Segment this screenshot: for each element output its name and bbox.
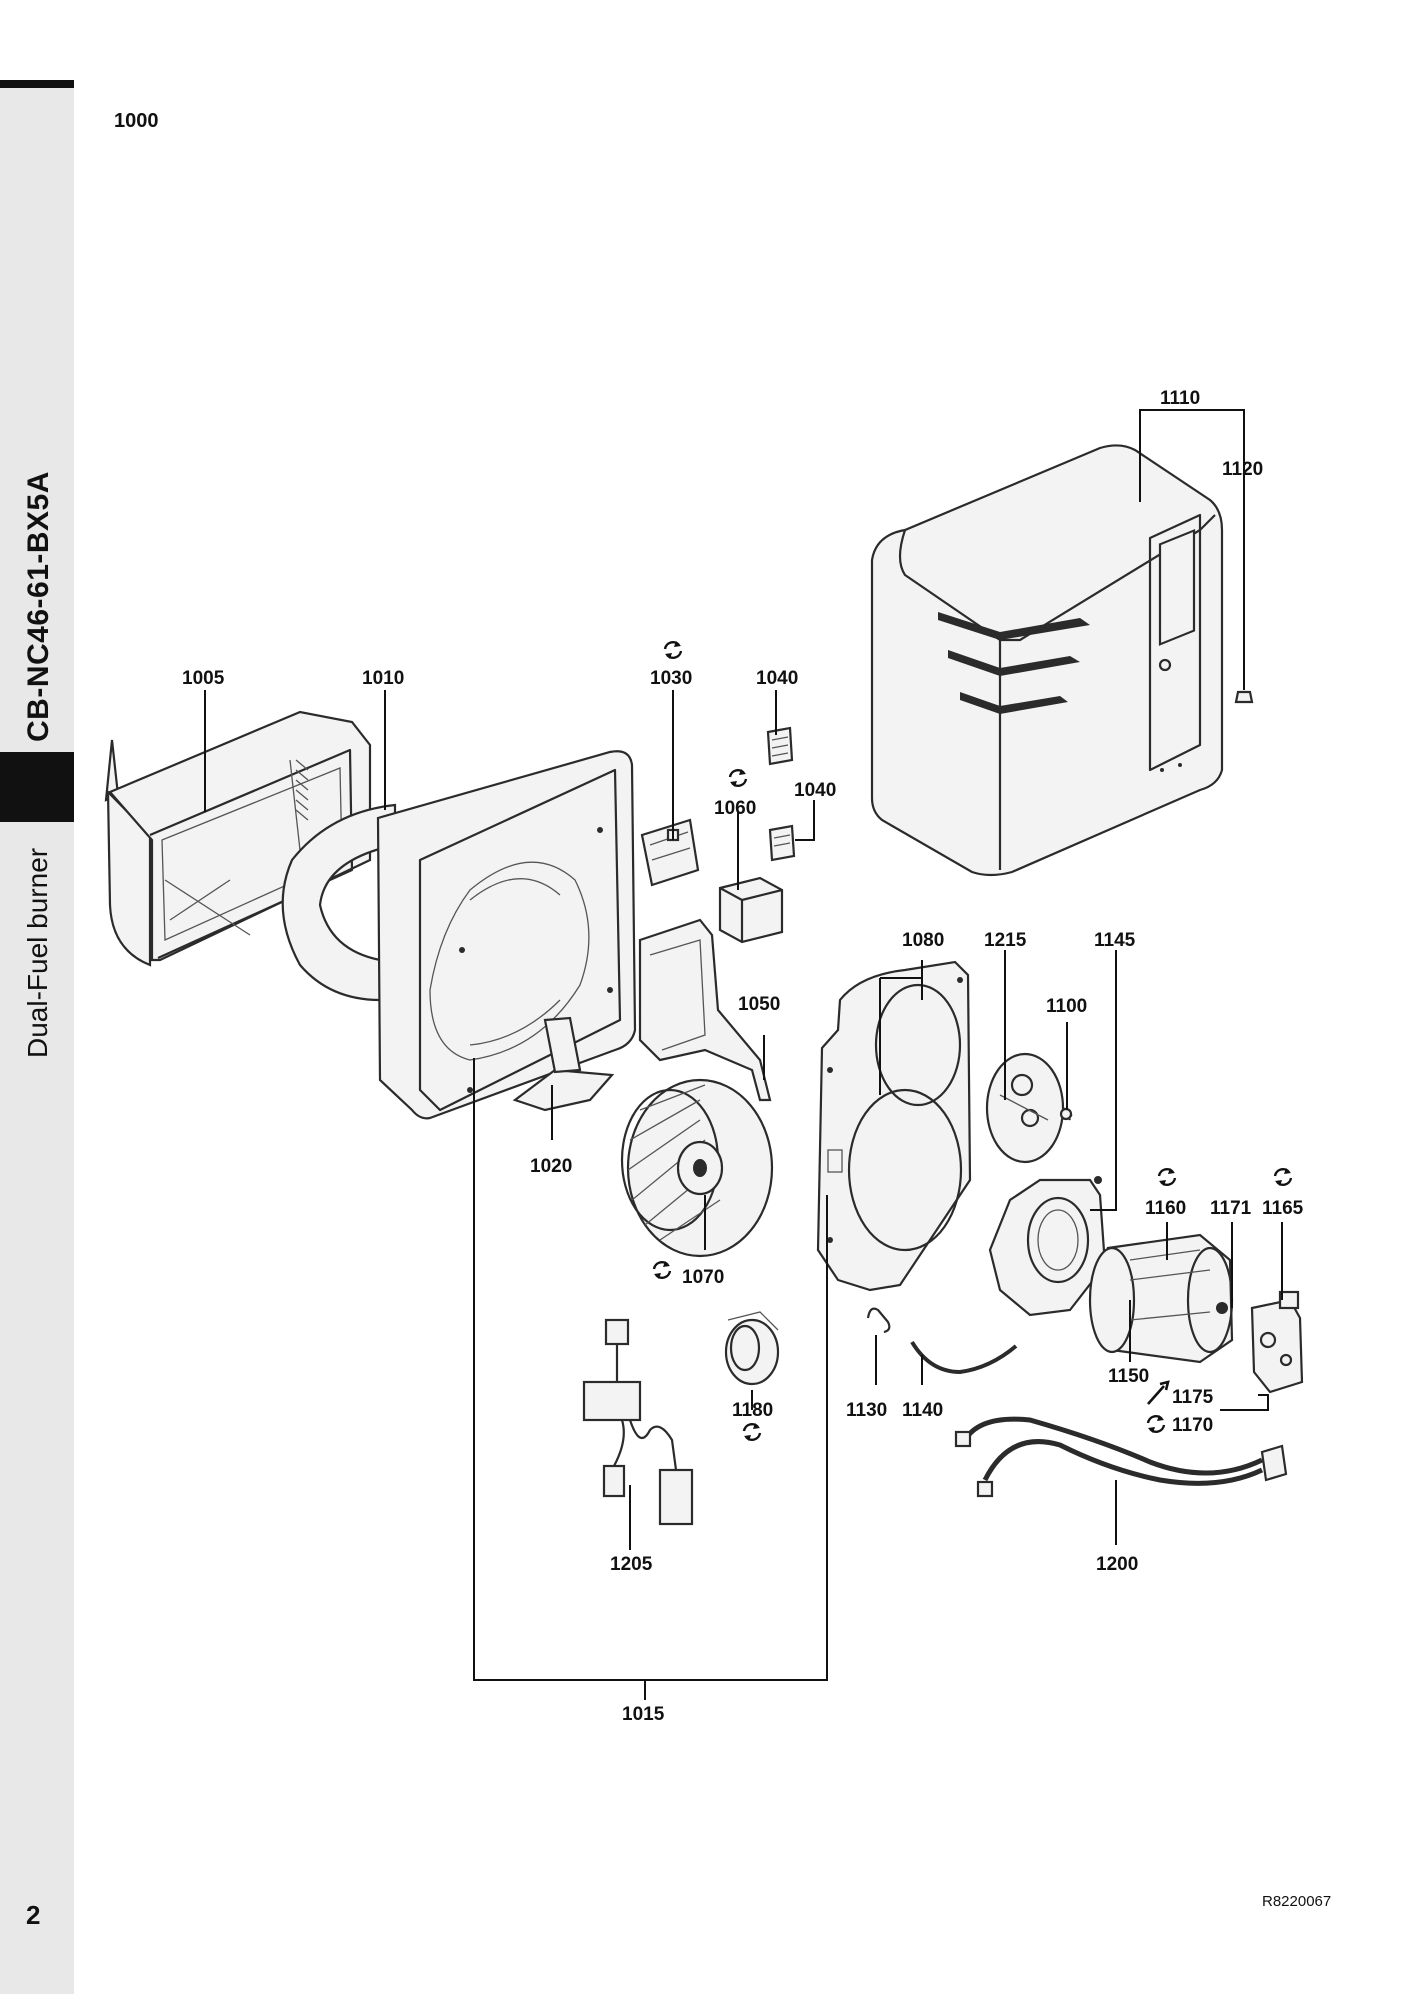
sidebar-marker [0,752,74,822]
callout-1160: 1160 [1145,1198,1186,1219]
callout-1060: 1060 [714,798,756,819]
rotation-arrows-icon [663,639,683,661]
callout-1200: 1200 [1096,1554,1138,1575]
drawing-reference: R8220067 [1262,1893,1332,1910]
callout-1005: 1005 [182,668,225,689]
callout-1030: 1030 [650,668,692,689]
callout-1050: 1050 [738,994,780,1015]
callout-1145: 1145 [1094,930,1136,951]
cover-screw-part [1234,690,1254,704]
motor-part [1088,1233,1234,1364]
callout-1040-upper: 1040 [756,668,798,689]
callout-1171: 1171 [1210,1198,1252,1219]
cover-hood-part [870,444,1224,877]
leader-lines [204,409,1283,1700]
flange-part [988,1176,1107,1317]
callout-1015: 1015 [622,1704,665,1725]
rotation-arrows-icon [728,767,748,789]
cable-set-part [582,1318,694,1526]
rear-housing-part [104,710,372,967]
rotation-arrows-icon [1146,1413,1166,1435]
callout-1150: 1150 [1108,1366,1149,1387]
callout-1070: 1070 [682,1267,724,1288]
callout-1020: 1020 [530,1156,572,1177]
callout-1175: 1175 [1172,1387,1214,1408]
callout-1110: 1110 [1160,388,1200,409]
sidebar [0,80,74,1994]
electrode-clip-part [866,1307,891,1334]
callout-1140: 1140 [902,1400,943,1421]
clip-part-lower [768,824,796,862]
rotation-arrows-icon [1273,1166,1293,1188]
rotation-arrows-icon [652,1259,672,1281]
page-label: 1000 [114,110,159,132]
tool-icon [1147,1380,1170,1405]
mounting-plate-part [816,960,972,1292]
page-number: 2 [26,1900,41,1930]
callout-1130: 1130 [846,1400,887,1421]
air-flap-part [512,1016,615,1112]
gasket-part [281,803,397,1002]
capacitor-part [724,1311,780,1386]
rotation-arrows-icon [742,1421,762,1443]
callout-1100: 1100 [1046,996,1087,1017]
rotation-arrows-icon [1157,1166,1177,1188]
callout-1215: 1215 [984,930,1027,951]
callout-1205: 1205 [610,1554,653,1575]
control-module-part [640,818,700,887]
ignition-unit-part [718,876,784,944]
sight-disc-part [985,1052,1065,1164]
fan-housing-part [376,750,637,1120]
bracket-part [638,918,772,1102]
callout-1080: 1080 [902,930,944,951]
fan-wheel-part [620,1078,774,1258]
callout-1170: 1170 [1172,1415,1213,1436]
callout-1010: 1010 [362,668,404,689]
oil-line-part [910,1340,1018,1374]
callout-1180: 1180 [732,1400,773,1421]
oil-pump-part [1250,1290,1304,1394]
callout-1165: 1165 [1262,1198,1304,1219]
callout-1040-lower: 1040 [794,780,836,801]
oil-hoses-part [954,1416,1288,1498]
callout-1120: 1120 [1222,459,1263,480]
clip-part-upper [766,726,794,766]
sidebar-rule [0,80,74,88]
